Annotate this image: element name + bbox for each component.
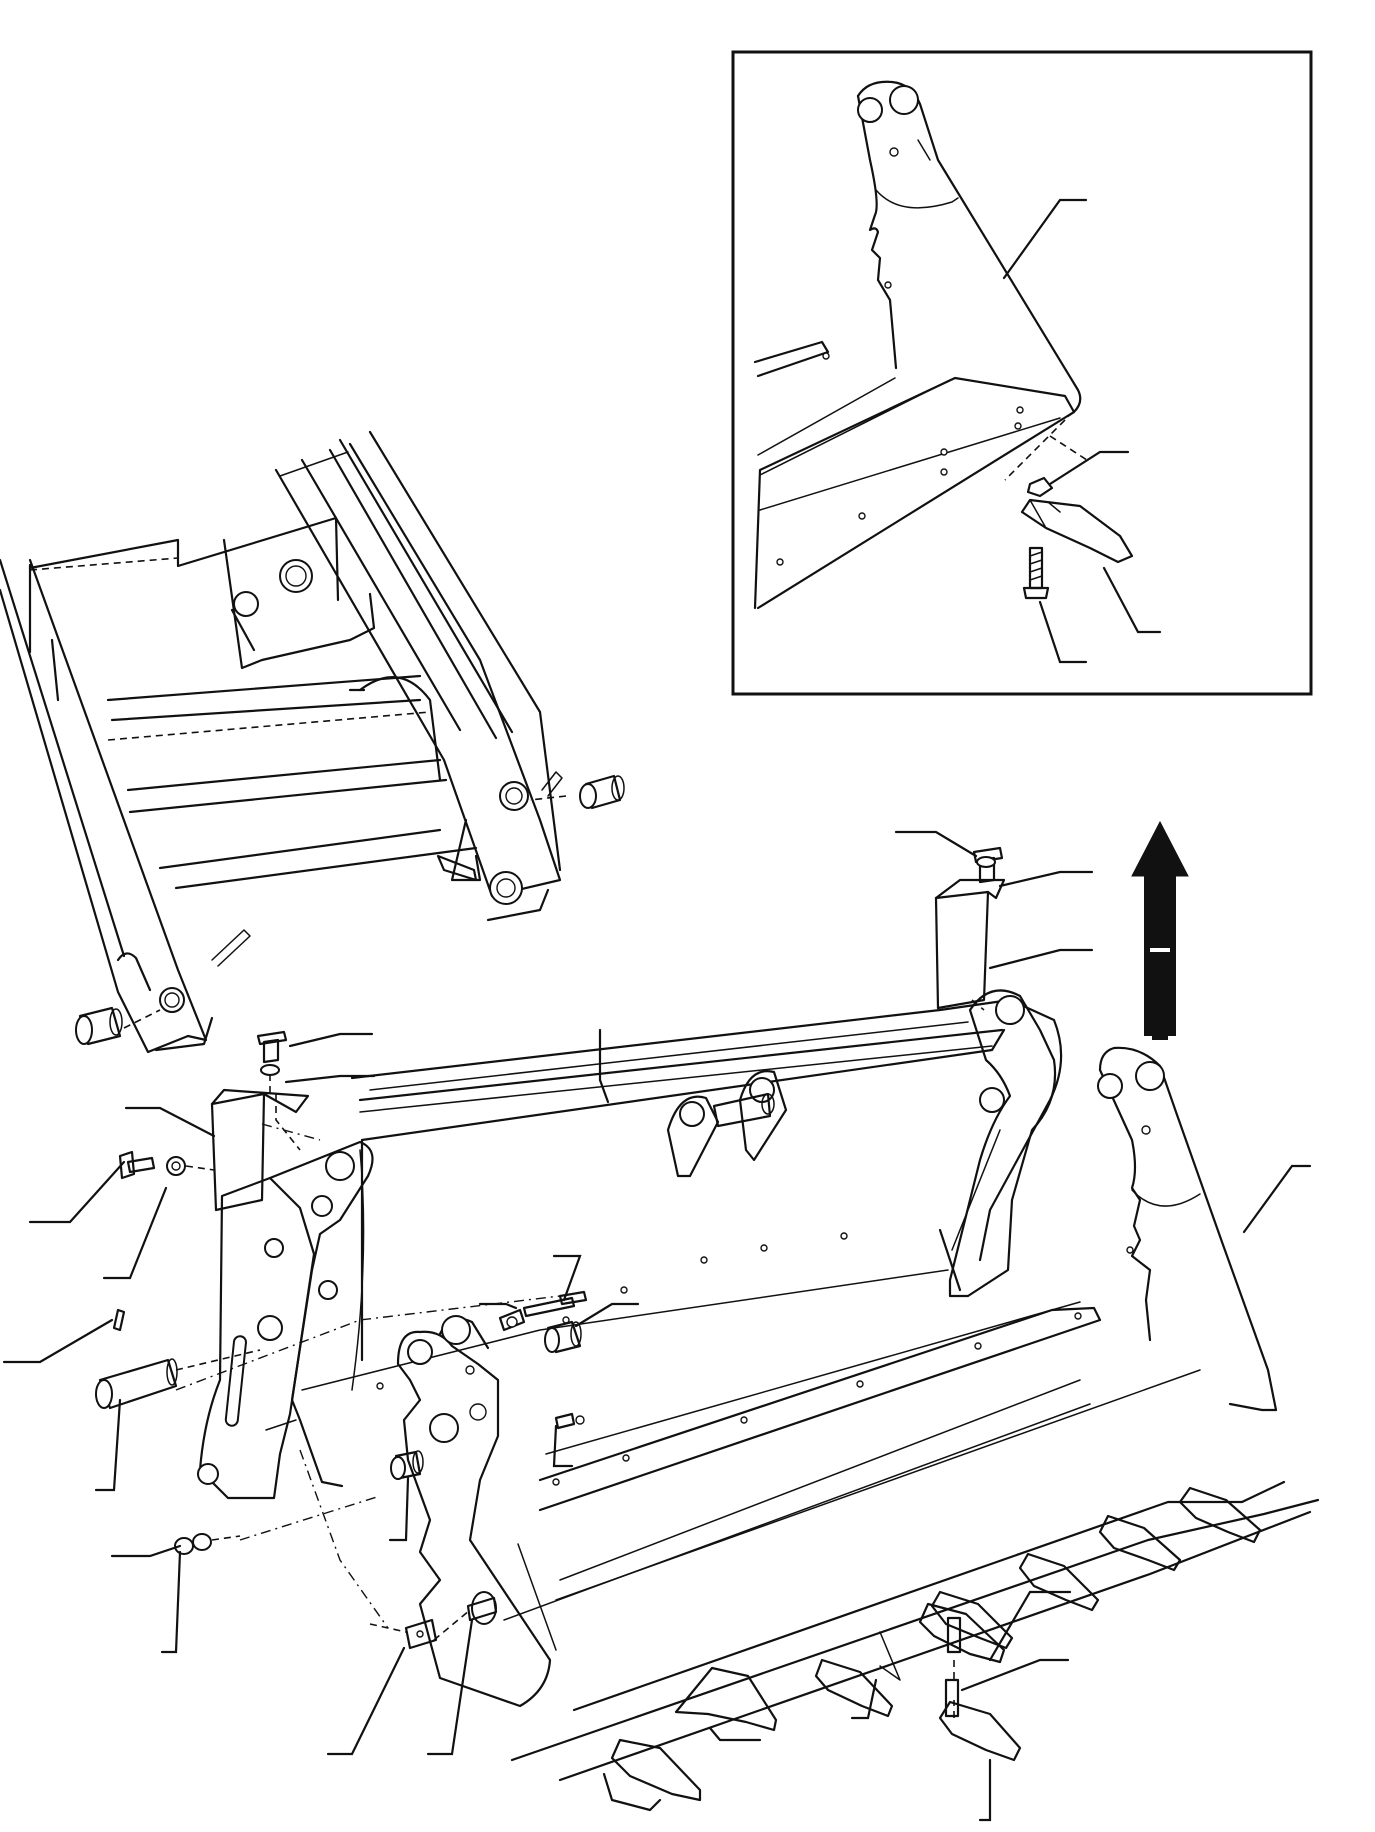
bucket-right-bracket [948,989,1057,1298]
inset-side-plate [856,80,1082,418]
bucket-cutting-edge-teeth [602,1486,1262,1812]
leader-8 [28,1160,126,1224]
leader-22 [988,1590,1072,1662]
leader-10 [1242,1164,1312,1234]
tooth-pin-lower [946,1616,962,1654]
left-mounting-bracket [210,1030,310,1212]
inset-tooth [1020,476,1134,600]
inset-detail [731,50,1313,696]
leader-17 [388,1476,410,1542]
arm-grease-fitting [211,771,563,967]
leader-25 [978,1758,992,1822]
center-bolt-hardware [390,1290,588,1480]
leader-6 [124,1106,216,1138]
arm-bushing-lower [75,1006,123,1046]
bucket-back-sheet [301,1138,962,1391]
tooth-pointer [879,1631,901,1681]
leader-24 [850,1678,878,1720]
bucket-assembly [197,989,1320,1812]
leader-2 [998,870,1094,888]
leader-14 [552,1254,582,1302]
bucket-floor-edge [503,1301,1320,1782]
bucket-hinge-lugs [666,1070,788,1178]
inset-bucket-floor [753,340,1091,610]
leader-12 [94,1398,122,1492]
loader-arm-assembly [0,430,625,1054]
washer-hardware [174,1533,241,1555]
inset-leader-lines [1002,198,1162,664]
tooth-pin-upper [944,1678,960,1718]
leader-5 [284,1074,376,1084]
hinge-pin [712,1092,772,1128]
leader-4 [288,1032,374,1048]
leader-9 [102,1186,168,1280]
callout-leader-lines [2,830,1312,1822]
right-mounting-bracket [934,846,1006,1011]
leader-18 [110,1544,182,1558]
leader-13 [478,1302,518,1310]
bucket-center-bracket [396,1315,557,1708]
arm-bushing-upper [579,774,625,810]
leader-11 [2,1318,114,1364]
leader-21 [426,1618,474,1756]
leader-15 [574,1302,640,1328]
bucket-left-bracket [197,1140,374,1500]
exploded-tooth [918,1602,1022,1762]
forward-direction-arrow [1131,820,1189,1040]
leader-20 [326,1646,406,1756]
inset-frame [731,50,1313,696]
leader-3 [988,948,1094,970]
bucket-upper-crossbar [350,998,1063,1262]
leader-23 [960,1658,1070,1692]
leader-16 [552,1424,574,1468]
leader-19 [160,1550,182,1654]
pivot-pin-hardware [95,1308,261,1410]
inset-nut [1026,476,1054,498]
leader-7 [598,1028,610,1104]
bucket-right-side-plate [1097,1046,1278,1412]
side-bolt-hardware [118,1150,215,1180]
leader-1 [894,830,978,858]
